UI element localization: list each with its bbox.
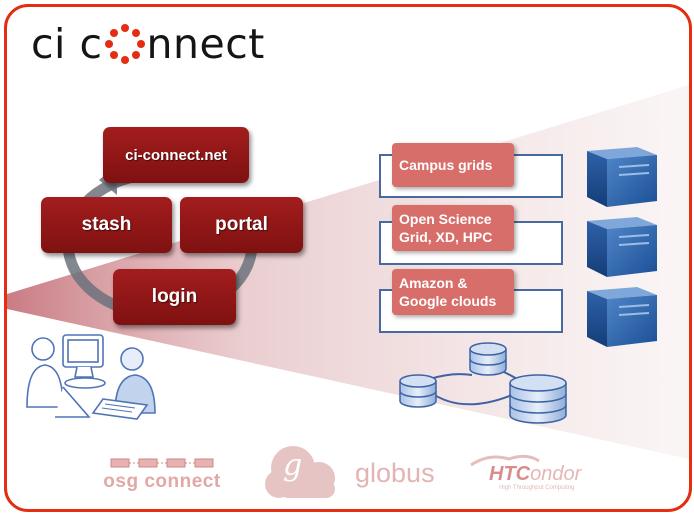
osg-xd-hpc-label: Open Science Grid, XD, HPC xyxy=(392,205,514,251)
cloud-line1: Amazon & xyxy=(399,275,468,291)
server-rack-icon xyxy=(587,287,657,347)
login-box: login xyxy=(113,269,236,325)
slide-frame: ci c nnect ci-connect.net stash portal l… xyxy=(4,4,692,512)
osg-xd-hpc-line2: Grid, XD, HPC xyxy=(399,229,493,245)
htc-tagline: High Throughput Computing xyxy=(499,485,575,491)
database-icon xyxy=(399,374,437,408)
osg-connect-text: osg connect xyxy=(103,471,221,492)
condor-bird-icon xyxy=(470,454,540,467)
cloud-label: Amazon & Google clouds xyxy=(392,269,514,315)
server-rack-stack xyxy=(587,147,657,347)
osg-connect-logo: osg connect xyxy=(103,457,221,497)
portal-label: portal xyxy=(215,214,268,235)
server-rack-icon xyxy=(587,217,657,277)
globus-cloud-icon xyxy=(265,446,335,498)
globus-mark: g xyxy=(283,448,303,483)
users-at-workstation-icon xyxy=(26,334,156,420)
globus-text: globus xyxy=(355,457,435,488)
logo-text-suffix: nnect xyxy=(146,20,265,68)
condor-text: ondor xyxy=(530,463,582,485)
storage-cluster xyxy=(399,342,567,424)
osg-grid-icon xyxy=(110,458,214,468)
database-icon xyxy=(509,374,567,424)
htc-text: HTC xyxy=(489,463,531,485)
campus-grids-line1: Campus grids xyxy=(399,157,493,173)
osg-xd-hpc-line1: Open Science xyxy=(399,211,492,227)
stash-label: stash xyxy=(81,214,132,235)
login-label: login xyxy=(151,286,198,307)
connect-dots-icon xyxy=(104,24,145,64)
globus-logo: g globus xyxy=(263,442,443,504)
database-icon xyxy=(469,342,507,376)
campus-grids-label: Campus grids xyxy=(392,143,514,187)
ci-connect-site-box: ci-connect.net xyxy=(103,127,249,183)
portal-box: portal xyxy=(180,197,303,253)
ci-connect-logo: ci c nnect xyxy=(31,19,265,69)
logo-text-prefix: ci c xyxy=(31,20,103,68)
htcondor-logo: HTCondor High Throughput Computing xyxy=(469,453,587,497)
ci-connect-site-label: ci-connect.net xyxy=(125,146,227,164)
stash-box: stash xyxy=(41,197,172,253)
cloud-line2: Google clouds xyxy=(399,293,497,309)
server-rack-icon xyxy=(587,147,657,207)
